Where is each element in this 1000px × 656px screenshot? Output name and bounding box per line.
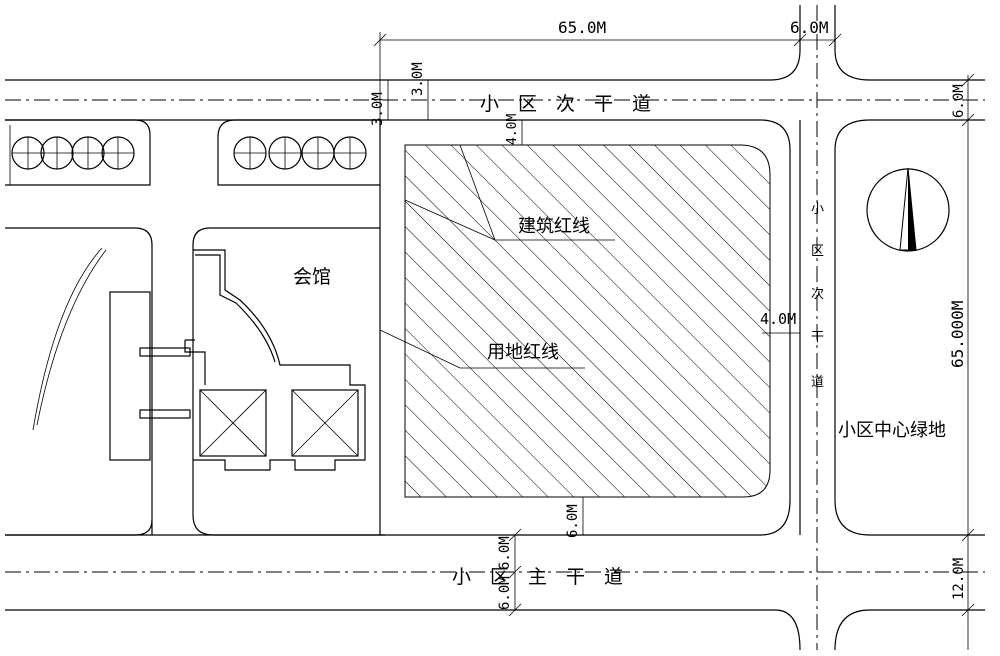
svg-text:区: 区 <box>811 244 824 259</box>
dim-setback-top: 4.0M <box>505 114 520 145</box>
dim-setback-right: 4.0M <box>760 310 796 328</box>
secondary-road-right-label: 小 区 次 干 道 <box>811 202 824 390</box>
dim-main-road-bottom: 6.0M <box>497 576 513 610</box>
svg-text:次: 次 <box>811 286 824 302</box>
dim-setback-bottom: 6.0M <box>565 504 581 538</box>
tree-row-middle <box>217 119 380 186</box>
dim-site-width: 65.0M <box>558 18 606 37</box>
main-road-edges <box>5 534 985 651</box>
dim-main-road-top: 6.0M <box>497 536 513 570</box>
dim-top-offset-inner: 3.0M <box>410 62 426 96</box>
dim-road-width-right: 6.0M <box>790 18 829 37</box>
site-line-label: 用地红线 <box>487 342 559 363</box>
clubhouse-block <box>184 227 380 536</box>
central-green-label: 小区中心绿地 <box>838 420 946 441</box>
main-road-label: 小 区 主 干 道 <box>452 566 623 588</box>
label-leaders <box>379 144 615 369</box>
dim-site-depth: 65.000M <box>948 301 967 368</box>
building-footprint-hatched <box>404 144 771 498</box>
svg-text:道: 道 <box>811 375 824 390</box>
dimension-lines <box>373 32 975 650</box>
svg-text:干: 干 <box>811 330 824 345</box>
secondary-road-right-edges <box>799 119 985 536</box>
left-block <box>5 227 191 536</box>
building-line-label: 建筑红线 <box>518 216 590 237</box>
site-boundary <box>379 119 791 536</box>
svg-text:小: 小 <box>811 202 824 217</box>
road-centerlines <box>5 5 985 650</box>
secondary-road-top-label: 小 区 次 干 道 <box>480 93 651 115</box>
dim-main-road-right: 12.0M <box>951 558 967 600</box>
clubhouse-label: 会馆 <box>293 266 331 288</box>
dim-top-offset-left: 3.0M <box>370 92 386 126</box>
dim-right-top: 6.0M <box>951 84 967 118</box>
north-arrow-icon <box>866 167 950 252</box>
tree-row-left <box>5 119 151 186</box>
